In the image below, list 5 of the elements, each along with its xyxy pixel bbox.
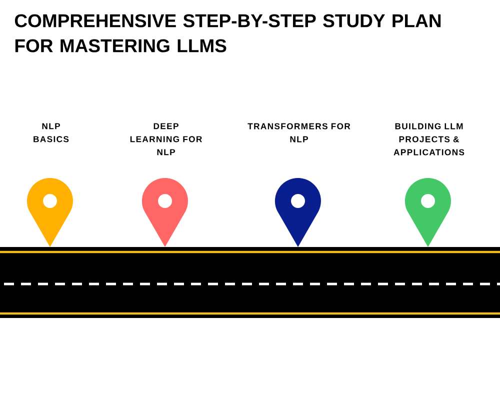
step-label: BUILDING LLM PROJECTS & APPLICATIONS — [394, 123, 464, 156]
step-label: TRANSFORMERS FOR NLP — [248, 123, 350, 142]
step-label: DEEP LEARNING FOR NLP — [130, 123, 202, 156]
step-label: NLP BASICS — [34, 123, 69, 142]
title: COMPREHENSIVE STEP-BY-STEP STUDY PLAN FOR MASTERING LLMS — [14, 14, 441, 52]
